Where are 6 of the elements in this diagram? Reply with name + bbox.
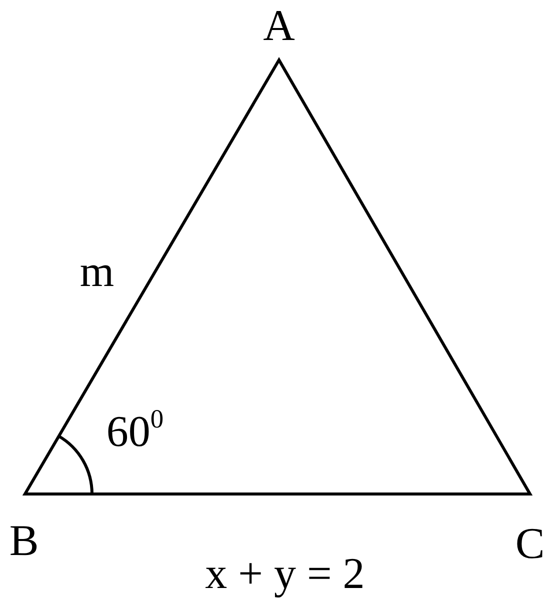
equation-label: x + y = 2 [205,552,365,596]
side-label: m [80,250,114,294]
vertex-label: A [263,4,295,48]
vertex-label: B [9,519,39,563]
vertex-label: C [515,522,545,566]
angle-label: 60$^{0}$ [106,410,164,454]
